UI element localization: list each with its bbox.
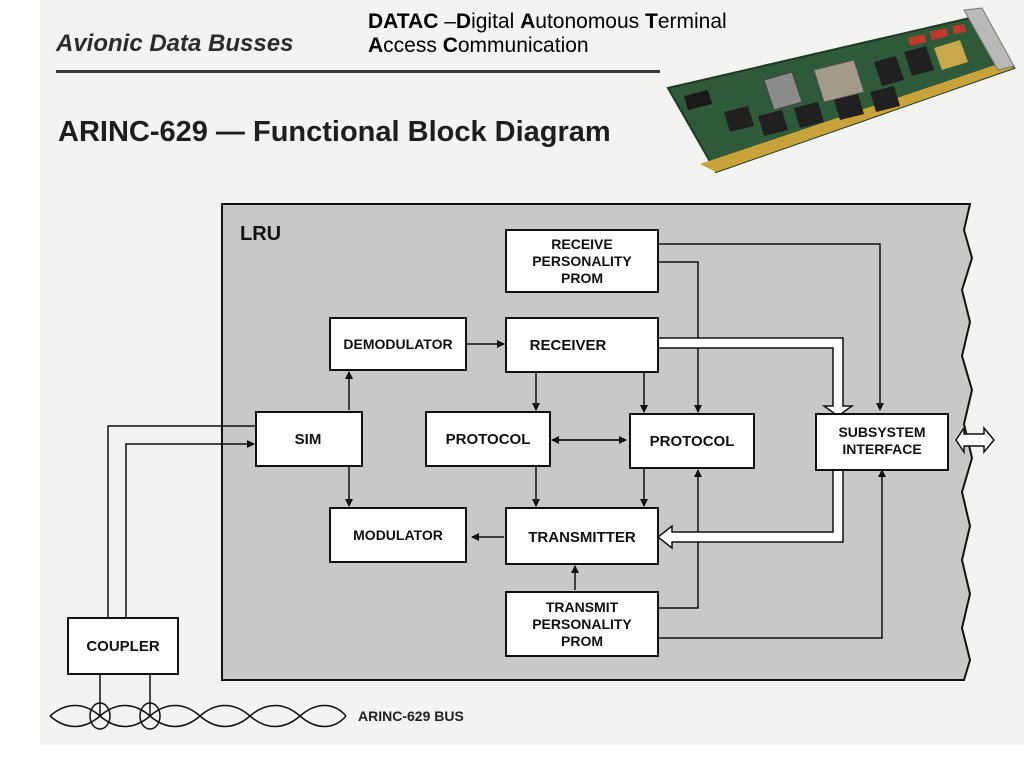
sim-block: SIM [255,411,363,467]
demodulator-block: DEMODULATOR [329,317,467,371]
connection-lines [107,243,886,639]
receive-prom-label: PROM [561,270,603,286]
receive-prom-to-subsystem-arrow [658,243,884,411]
transmitter-label: TRANSMITTER [528,529,636,546]
coupler-stubs [99,674,151,716]
acronym-word-bold: T [645,10,658,33]
circuit-board-photo [666,7,1016,174]
receive-prom-label: PERSONALITY [532,253,632,269]
sim-label: SIM [295,431,322,448]
modulator-block: MODULATOR [329,507,467,563]
transmit-prom-block: TRANSMIT PERSONALITY PROM [505,591,659,657]
modulator-label: MODULATOR [353,527,443,543]
acronym-word-rest: utonomous [535,10,646,33]
protocol-right-block: PROTOCOL [629,413,755,469]
acronym-word-bold: D [455,10,472,33]
acronym-word-rest: – [438,10,456,33]
receive-prom-label: RECEIVE [551,236,612,252]
sim-to-coupler-line-1 [107,425,256,618]
coupler-block: COUPLER [67,617,179,675]
transmit-prom-label: TRANSMIT [546,599,619,615]
arinc-629-bus-label: ARINC-629 BUS [358,708,464,724]
acronym-word-bold: A [368,34,384,57]
receive-prom-block: RECEIVE PERSONALITY PROM [505,229,659,293]
protocol-right-label: PROTOCOL [650,433,735,450]
acronym-word-bold: C [442,34,458,57]
transmit-prom-to-subsystem-arrow [658,469,886,639]
coupler-label: COUPLER [86,638,160,655]
receiver-label: RECEIVER [530,337,607,354]
receive-prom-to-protocol-arrow [658,261,702,413]
title-underline [56,70,660,73]
diagram-title: ARINC-629 — Functional Block Diagram [58,116,611,148]
acronym-word-rest: erminal [657,10,727,33]
protocol-left-label: PROTOCOL [446,431,531,448]
acronym-word-rest: igital [471,10,521,33]
demodulator-label: DEMODULATOR [343,336,452,352]
transmitter-block: TRANSMITTER [505,507,659,565]
receiver-block: RECEIVER [505,317,659,373]
acronym-word-bold: A [520,10,536,33]
external-interface-arrow [955,425,995,455]
transmit-prom-to-protocol-arrow [658,469,702,609]
twisted-pair-bus [49,702,347,730]
transmit-prom-label: PROM [561,633,603,649]
receiver-to-subsystem-wide-arrow [657,337,855,417]
acronym-line-1: DATAC –Digital Autonomous Terminal [368,10,727,34]
coupler-to-sim-line-2 [125,440,255,618]
subsystem-to-transmitter-wide-arrow [656,469,844,550]
subsystem-interface-label: INTERFACE [842,441,921,457]
acronym-word-rest: ommunication [457,34,589,57]
acronym-word-rest: ccess [383,34,443,57]
subsystem-interface-label: SUBSYSTEM [838,424,925,440]
subsystem-interface-block: SUBSYSTEM INTERFACE [815,413,949,471]
acronym-word-bold: DATAC [368,10,439,33]
datac-acronym: DATAC –Digital Autonomous Terminal Acces… [368,10,727,58]
section-title: Avionic Data Busses [56,30,294,57]
protocol-left-block: PROTOCOL [425,411,551,467]
transmit-prom-label: PERSONALITY [532,616,632,632]
lru-label: LRU [240,223,281,245]
acronym-line-2: Access Communication [368,34,727,58]
